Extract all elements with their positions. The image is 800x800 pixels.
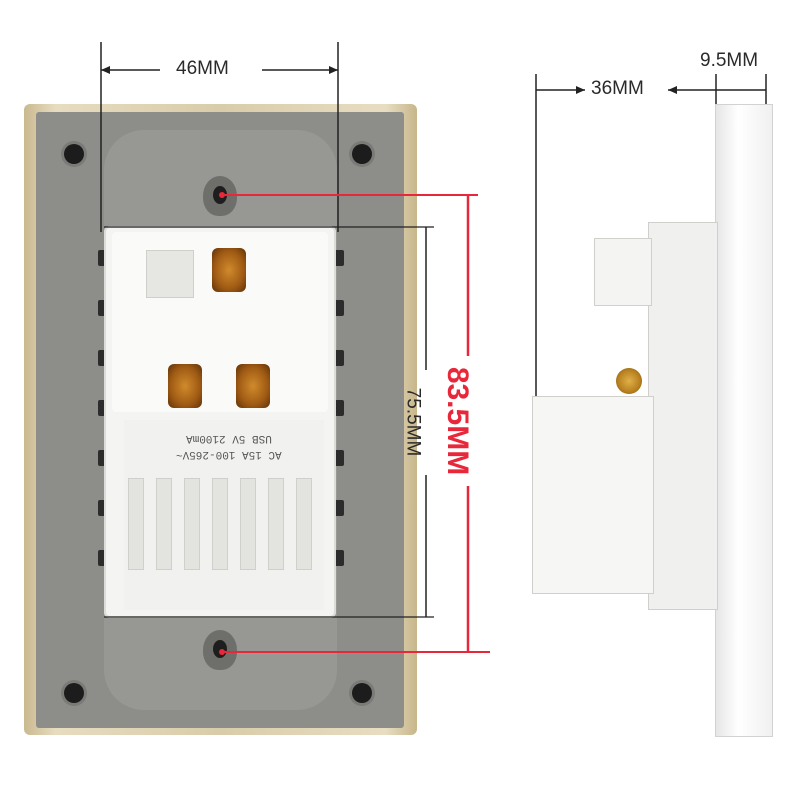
module-tab	[98, 400, 108, 416]
module-tab	[334, 450, 344, 466]
module-tab	[98, 300, 108, 316]
dimension-hole-spacing-label: 83.5MM	[441, 366, 475, 476]
corner-hole-bottom-right	[352, 683, 372, 703]
module-tab	[334, 250, 344, 266]
vent-slots	[128, 478, 318, 574]
module-tab	[334, 300, 344, 316]
live-contact	[168, 364, 202, 408]
vent-slot	[128, 478, 144, 570]
earth-contact	[212, 248, 246, 292]
corner-hole-bottom-left	[64, 683, 84, 703]
dimension-width-label: 46MM	[176, 58, 229, 79]
vent-slot	[156, 478, 172, 570]
side-clip	[594, 238, 652, 306]
corner-hole-top-left	[64, 144, 84, 164]
vent-slot	[240, 478, 256, 570]
side-module-body	[648, 222, 718, 610]
vent-slot	[296, 478, 312, 570]
earth-terminal-housing	[146, 250, 194, 298]
vent-slot	[268, 478, 284, 570]
module-tab	[98, 550, 108, 566]
neutral-contact	[236, 364, 270, 408]
dimension-depth-label: 36MM	[591, 78, 644, 99]
module-tab	[334, 350, 344, 366]
module-tab	[98, 250, 108, 266]
terminal-screw	[616, 368, 642, 394]
vent-slot	[184, 478, 200, 570]
corner-hole-top-right	[352, 144, 372, 164]
module-tab	[98, 350, 108, 366]
module-tab	[98, 450, 108, 466]
module-tab	[334, 500, 344, 516]
vent-slot	[212, 478, 228, 570]
module-tab	[98, 500, 108, 516]
module-tab	[334, 550, 344, 566]
dimension-thickness-label: 9.5MM	[700, 50, 759, 71]
dimension-module-height-label: 75.5MM	[402, 387, 424, 457]
module-tab	[334, 400, 344, 416]
side-usb-block	[532, 396, 654, 594]
